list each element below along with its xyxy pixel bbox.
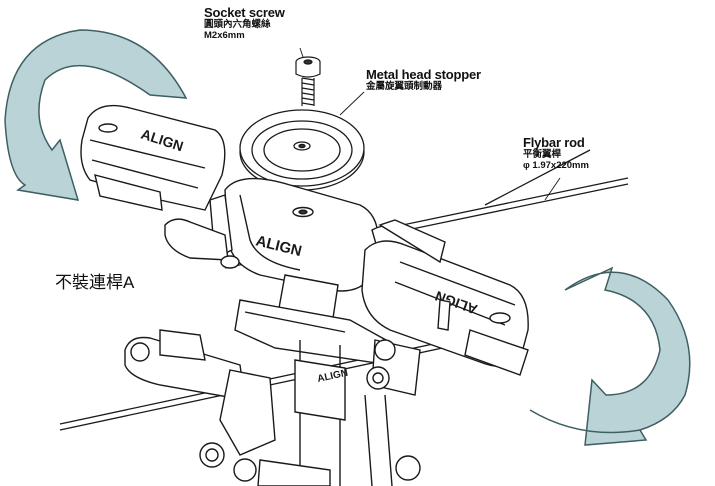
socket-screw-size: M2x6mm: [204, 29, 245, 41]
left-blade-grip: ALIGN: [80, 104, 226, 211]
flybar-rod-label: Flybar rod 平衡翼桿 φ 1.97x220mm: [523, 135, 589, 171]
metal-head-stopper-label: Metal head stopper 金屬旋翼頭制動器: [366, 67, 481, 93]
flybar-rod-title: Flybar rod: [523, 135, 585, 150]
socket-screw-subtitle: 圓頭內六角螺絲: [204, 19, 271, 31]
socket-screw: [295, 56, 321, 106]
rotation-arrow-right: [529, 266, 691, 446]
metal-head-stopper: [239, 109, 365, 191]
rotor-head-center: ALIGN: [164, 177, 421, 292]
note-no-linkage-a: 不裝連桿A: [55, 273, 135, 292]
metal-head-stopper-title: Metal head stopper: [366, 67, 481, 82]
main-shaft-hub: [234, 274, 396, 486]
mixing-arms: ALIGN: [124, 299, 451, 486]
flybar-rod-subtitle: 平衡翼桿: [523, 149, 562, 161]
flybar-rod-size: φ 1.97x220mm: [523, 159, 589, 171]
rotation-arrow-left: [4, 29, 188, 201]
metal-head-stopper-subtitle: 金屬旋翼頭制動器: [366, 81, 443, 93]
socket-screw-title: Socket screw: [204, 5, 285, 20]
socket-screw-label: Socket screw 圓頭內六角螺絲 M2x6mm: [204, 5, 285, 41]
